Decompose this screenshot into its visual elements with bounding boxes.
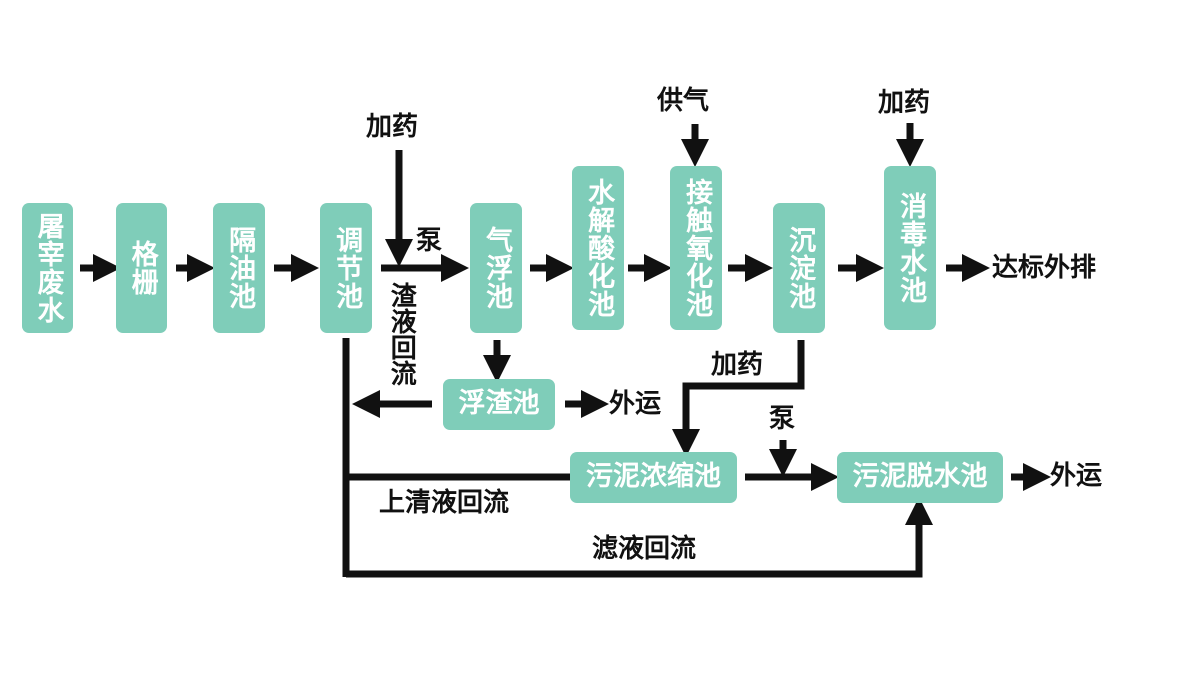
label-scum-return: 渣液回流	[386, 282, 417, 386]
box-sludge-thickener: 污泥浓缩池	[570, 452, 737, 503]
box-slaughter-wastewater: 屠宰废水	[22, 203, 73, 333]
label-dosing-1: 加药	[366, 112, 419, 142]
label-dosing-2: 加药	[878, 88, 931, 118]
label-filtrate-return: 滤液回流	[592, 534, 697, 564]
label-discharge: 达标外排	[992, 253, 1097, 283]
box-air-flotation-tank: 气浮池	[470, 203, 522, 333]
label-pump-2: 泵	[769, 404, 796, 434]
line-sedimentation-to-thickener	[672, 340, 805, 457]
label-air-supply: 供气	[657, 86, 710, 116]
label-haul-away-2: 外运	[1050, 461, 1103, 491]
box-contact-oxidation-tank: 接触氧化池	[670, 166, 722, 330]
label-dosing-3: 加药	[711, 350, 764, 380]
line-filtrate-return	[346, 497, 933, 578]
box-equalization-tank: 调节池	[320, 203, 372, 333]
box-grille: 格栅	[116, 203, 167, 333]
label-supernatant-return: 上清液回流	[379, 488, 510, 518]
box-sludge-dewatering: 污泥脱水池	[837, 452, 1003, 503]
label-pump-1: 泵	[416, 226, 443, 256]
box-oil-separator: 隔油池	[213, 203, 265, 333]
box-hydrolysis-acidification-tank: 水解酸化池	[572, 166, 624, 330]
box-sedimentation-tank: 沉淀池	[773, 203, 825, 333]
label-haul-away-1: 外运	[609, 389, 662, 419]
box-disinfection-tank: 消毒水池	[884, 166, 936, 330]
box-scum-tank: 浮渣池	[443, 379, 555, 430]
